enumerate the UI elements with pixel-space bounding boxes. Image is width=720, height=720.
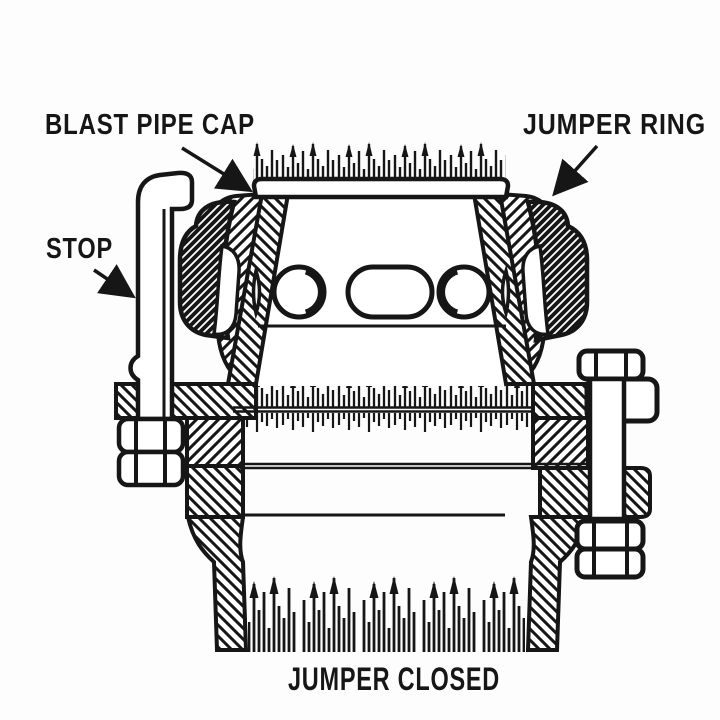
stop-lever-body xyxy=(128,170,195,422)
pipe-neck-left-lower xyxy=(185,464,245,519)
stop-lever xyxy=(128,170,195,422)
label-blast-pipe-cap: BLAST PIPE CAP xyxy=(45,109,255,141)
steam-flow-middle-lower xyxy=(244,413,530,437)
port-left-crescent xyxy=(304,267,325,317)
bolt-nut-lower xyxy=(574,546,646,580)
blast-pipe-cap-arrow xyxy=(181,146,253,193)
label-stop: STOP xyxy=(46,233,113,265)
pipe-neck-left-upper xyxy=(185,416,245,468)
cap-ports xyxy=(251,264,511,320)
caption-jumper-closed: JUMPER CLOSED xyxy=(288,661,500,697)
right-bolt xyxy=(574,348,660,580)
bolt-nut-upper xyxy=(574,518,646,552)
bolt-head xyxy=(576,348,646,382)
steam-flow-top xyxy=(253,141,506,183)
cap-lip-right xyxy=(521,243,550,337)
jumper-ring-arrow xyxy=(552,144,599,197)
port-sliver-right xyxy=(500,264,511,320)
port-sliver-left xyxy=(251,264,262,320)
flange-band-right xyxy=(531,382,594,420)
label-jumper-ring: JUMPER RING xyxy=(523,109,706,141)
fasteners xyxy=(116,348,660,580)
left-stud-nuts xyxy=(116,416,186,488)
pipe-neck-right xyxy=(531,416,590,470)
bolt-shank xyxy=(587,376,627,523)
port-right-crescent xyxy=(438,267,459,317)
steam-flow-bottom xyxy=(248,572,525,652)
leader-arrows xyxy=(93,144,599,299)
cap-lip-left xyxy=(212,243,241,337)
seam-lines xyxy=(233,406,588,517)
port-center xyxy=(345,264,435,320)
blast-pipe-cap-plate xyxy=(251,176,511,200)
blast-pipe-wall-left xyxy=(185,515,249,652)
jumper-assembly xyxy=(177,176,590,387)
stop-arrow xyxy=(93,264,136,299)
